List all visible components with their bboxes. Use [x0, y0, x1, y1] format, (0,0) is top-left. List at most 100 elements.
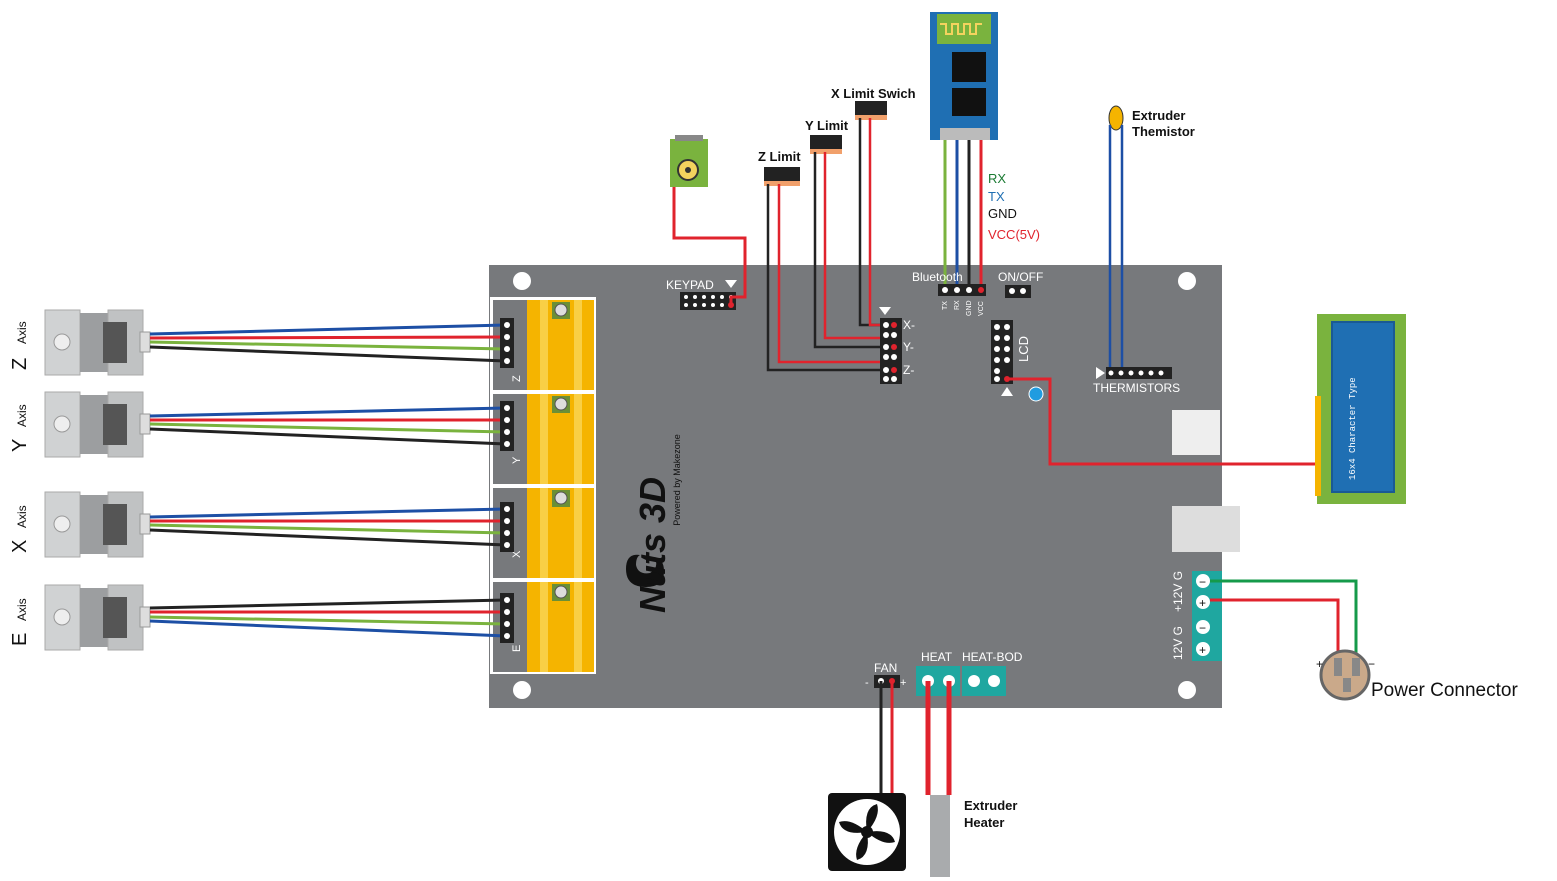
stepper-motor-z: [44, 309, 151, 376]
power-plus-label: +: [1316, 657, 1323, 671]
lcd-header: LCD: [991, 320, 1044, 402]
x-axis-letter: X: [9, 540, 31, 553]
heater-label-1: Extruder: [964, 798, 1017, 813]
svg-text:−: −: [1199, 575, 1206, 589]
svg-text:−: −: [1199, 621, 1206, 635]
thermistor-bead: [1108, 105, 1124, 131]
thermistor-label-1: Extruder: [1132, 108, 1185, 123]
thermistor-arrow-icon: [1096, 367, 1105, 379]
svg-text:+: +: [1199, 643, 1206, 657]
sd-card-slot: [1172, 410, 1220, 455]
endstop-y-label: Y-: [903, 340, 914, 354]
mount-hole: [513, 681, 531, 699]
bluetooth-label: Bluetooth: [912, 270, 963, 284]
logo-subtitle: Powered by Makezone: [672, 434, 682, 526]
svg-text:+: +: [900, 677, 906, 689]
stepper-motor-e: [44, 584, 151, 651]
stepper-motor-y: [44, 391, 151, 458]
power-connector-label: Power Connector: [1371, 680, 1518, 701]
thermistors-label: THERMISTORS: [1093, 381, 1180, 395]
power-top-label: +12V G: [1171, 571, 1185, 612]
driver-e: [493, 582, 594, 672]
bt-vcc-label: VCC(5V): [988, 227, 1040, 242]
keypad-label: KEYPAD: [666, 278, 714, 292]
stepper-motor-x: [44, 491, 151, 558]
fan-blades-icon: [839, 804, 895, 860]
bluetooth-header: Bluetooth TX RX GND VCC: [912, 270, 986, 316]
endstop-z-label: Z-: [903, 363, 914, 377]
keypad-wire: [672, 187, 747, 305]
lcd-wire: [1007, 377, 1320, 466]
x-limit-label: X Limit Swich: [831, 86, 916, 101]
mount-hole: [1178, 681, 1196, 699]
bt-pin-rx: RX: [954, 300, 961, 310]
bt-rx-label: RX: [988, 171, 1006, 186]
stepper-motors: Z Axis Y Axis X Axis E Axis: [9, 309, 151, 651]
bluetooth-module: [930, 12, 998, 140]
lcd-arrow-icon: [1001, 387, 1013, 396]
keypad-header: [680, 292, 736, 310]
limit-switches: X Limit Swich Y Limit Z Limit: [758, 86, 916, 186]
controller-board: [489, 265, 1240, 708]
driver-label-z: Z: [511, 375, 523, 382]
keypad-arrow-icon: [725, 280, 737, 288]
driver-label-e: E: [511, 645, 523, 652]
heat-bod-label: HEAT-BOD: [962, 650, 1023, 664]
on-off-switch: ON/OFF: [998, 270, 1043, 298]
nut-logo-icon: [626, 554, 664, 587]
motor-headers: [500, 318, 514, 643]
bt-pin-vcc: VCC: [978, 301, 985, 316]
x-limit-switch: [855, 101, 887, 115]
thermistor-section: Extruder Themistor THERMISTORS: [1093, 105, 1195, 395]
fan-heater-wires: [879, 681, 952, 795]
power-minus-label: −: [1368, 657, 1375, 671]
endstop-header: X- Y- Z-: [879, 307, 915, 384]
motor-wires: [149, 323, 507, 638]
power-connector: + − Power Connector: [1316, 649, 1518, 701]
bt-pin-gnd: GND: [966, 300, 973, 316]
heat-label: HEAT: [921, 650, 953, 664]
mount-hole: [1178, 272, 1196, 290]
antenna-icon: [940, 23, 982, 35]
power-wires: [1210, 579, 1358, 658]
endstop-arrow-icon: [879, 307, 891, 315]
lcd-screen-text: 16x4 Character Type: [1348, 377, 1358, 480]
power-terminals: − + − + +12V G 12V G: [1171, 571, 1222, 661]
heater-terminals: HEAT HEAT-BOD: [916, 650, 1023, 696]
bt-pin-tx: TX: [942, 301, 949, 310]
keypad-module: [670, 135, 708, 187]
svg-text:-: -: [865, 677, 869, 689]
svg-text:+: +: [1199, 596, 1206, 610]
keypad-section: KEYPAD: [666, 278, 737, 310]
z-limit-label: Z Limit: [758, 149, 801, 164]
lcd-module: 16x4 Character Type: [1315, 314, 1406, 504]
z-axis-label: Axis: [15, 321, 29, 344]
y-axis-label: Axis: [15, 404, 29, 427]
on-off-label: ON/OFF: [998, 270, 1043, 284]
fan-label: FAN: [874, 661, 897, 675]
mount-hole: [513, 272, 531, 290]
heater-label-2: Heater: [964, 815, 1004, 830]
endstop-x-label: X-: [903, 318, 915, 332]
e-axis-letter: E: [9, 633, 31, 646]
driver-label-x: X: [511, 550, 523, 558]
board-logo: Nuts 3D Powered by Makezone: [626, 434, 682, 613]
bt-tx-label: TX: [988, 189, 1005, 204]
usb-port: [1172, 506, 1240, 552]
driver-y: [493, 394, 594, 484]
extruder-heater: Extruder Heater: [930, 795, 1017, 877]
z-limit-switch: [764, 167, 800, 181]
stepper-driver-area: Z Y X E: [490, 297, 596, 674]
driver-label-y: Y: [511, 456, 523, 464]
power-bottom-label: 12V G: [1171, 626, 1185, 660]
bluetooth-wires: [943, 140, 983, 290]
x-axis-label: Axis: [15, 505, 29, 528]
z-axis-letter: Z: [9, 358, 31, 370]
y-limit-label: Y Limit: [805, 118, 849, 133]
thermistor-label-2: Themistor: [1132, 124, 1195, 139]
logo-text: Nuts 3D: [632, 477, 673, 613]
bt-gnd-label: GND: [988, 206, 1017, 221]
e-axis-label: Axis: [15, 598, 29, 621]
cooling-fan: [828, 793, 906, 871]
